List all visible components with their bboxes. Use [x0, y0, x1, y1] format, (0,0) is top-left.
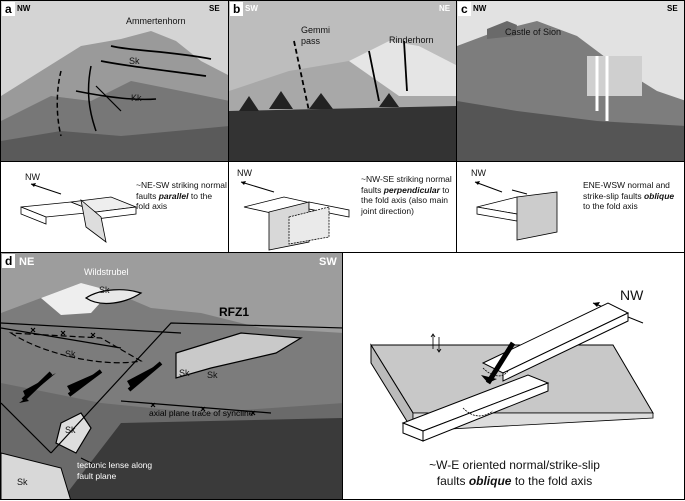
panel-a-photo: a NW SE Ammertenhorn Sk Kk — [0, 0, 229, 162]
panel-a-dir-left: NW — [17, 4, 31, 13]
panel-d-caption-post: to the fold axis — [511, 474, 593, 488]
panel-c-letter: c — [458, 2, 471, 16]
panel-a-dir-right: SE — [209, 4, 220, 13]
panel-b-caption-em: perpendicular — [383, 184, 440, 195]
panel-c-landmark-label: Castle of Sion — [505, 27, 562, 37]
panel-c-diagram: NW ENE-WSW normal and strike-slip faults… — [456, 161, 685, 253]
panel-c-dir-right: SE — [667, 4, 678, 13]
panel-b-dir-left: SW — [245, 4, 258, 13]
panel-d-dir-left: NE — [19, 256, 35, 268]
panel-c-fold-diagram — [474, 181, 558, 241]
panel-b-fold-diagram — [240, 181, 350, 251]
panel-c-image — [457, 1, 684, 161]
panel-b-image — [229, 1, 456, 161]
panel-d-sk-1: Sk — [99, 285, 110, 295]
panel-c-caption-em: oblique — [643, 190, 675, 201]
panel-b-pass-label: Gemmi pass — [301, 25, 330, 46]
panel-d-sk-2: Sk — [65, 349, 76, 359]
panel-d-lense-label: tectonic lense along fault plane — [77, 460, 153, 481]
panel-b-caption-post: to the fold axis (also main joint direct… — [361, 184, 450, 216]
panel-b-photo: b SW NE Gemmi pass Rinderhorn — [228, 0, 457, 162]
panel-d-peak-label: Wildstrubel — [84, 267, 129, 277]
panel-b-caption-pre: ~NW-SE striking normal faults — [361, 174, 452, 195]
panel-b-peak-label: Rinderhorn — [389, 35, 434, 45]
panel-d-caption-em: oblique — [468, 474, 512, 488]
panel-d-diagram-nw: NW — [620, 287, 644, 303]
panel-a-caption-pre: ~NE-SW striking normal faults — [136, 180, 227, 201]
panel-a-caption-post: to the fold axis — [136, 190, 213, 212]
panel-a-diagram-nw: NW — [25, 172, 40, 182]
panel-c-caption-pre: ENE-WSW normal and strike-slip faults — [583, 180, 670, 201]
panel-d-caption-pre: faults — [436, 474, 469, 488]
panel-a-kk: Kk — [131, 93, 142, 103]
panel-d-zone-label: RFZ1 — [219, 305, 249, 319]
panel-a-caption: ~NE-SW striking normal faults parallel t… — [136, 180, 228, 212]
panel-d-sk-4: Sk — [207, 370, 218, 380]
panel-c-caption-post: to the fold axis — [583, 201, 638, 211]
panel-c-dir-left: NW — [473, 4, 487, 13]
panel-a-image — [1, 1, 228, 161]
panel-d-sk-6: Sk — [17, 477, 28, 487]
panel-a-fold-diagram — [20, 183, 137, 243]
panel-a-letter: a — [2, 2, 15, 16]
panel-d-image — [1, 253, 342, 499]
panel-d-diagram: NW ~W-E oriented normal/strike-slip faul… — [342, 252, 685, 500]
panel-d-sk-3: Sk — [179, 368, 190, 378]
panel-b-letter: b — [230, 2, 244, 16]
panel-d-caption-line1: ~W-E oriented normal/strike-slip — [429, 458, 600, 472]
panel-a-diagram: NW ~NE-SW striking normal faults paralle… — [0, 161, 229, 253]
panel-d-sk-5: Sk — [65, 425, 76, 435]
panel-d-photo: d NE SW Wildstrubel RFZ1 Sk Sk Sk Sk Sk … — [0, 252, 343, 500]
panel-b-diagram: NW ~NW-SE striking normal faults perpend… — [228, 161, 457, 253]
panel-c-diagram-nw: NW — [471, 168, 486, 178]
panel-d-caption-line2: faults oblique to the fold axis — [343, 473, 685, 489]
panel-d-caption: ~W-E oriented normal/strike-slip faults … — [343, 457, 685, 489]
panel-b-caption: ~NW-SE striking normal faults perpendicu… — [361, 174, 456, 216]
panel-d-dir-right: SW — [319, 256, 337, 268]
panel-b-dir-right: NE — [439, 4, 451, 13]
panel-c-caption: ENE-WSW normal and strike-slip faults ob… — [583, 180, 683, 212]
panel-d-trace-label: axial plane trace of syncline — [149, 408, 254, 418]
panel-c-photo: c NW SE Castle of Sion — [456, 0, 685, 162]
panel-d-fold-diagram — [370, 302, 654, 442]
panel-a-sk: Sk — [129, 56, 140, 66]
panel-d-letter: d — [2, 254, 16, 268]
panel-a-caption-em: parallel — [158, 190, 189, 201]
panel-b-diagram-nw: NW — [237, 168, 252, 178]
panel-a-peak-label: Ammertenhorn — [126, 16, 186, 26]
